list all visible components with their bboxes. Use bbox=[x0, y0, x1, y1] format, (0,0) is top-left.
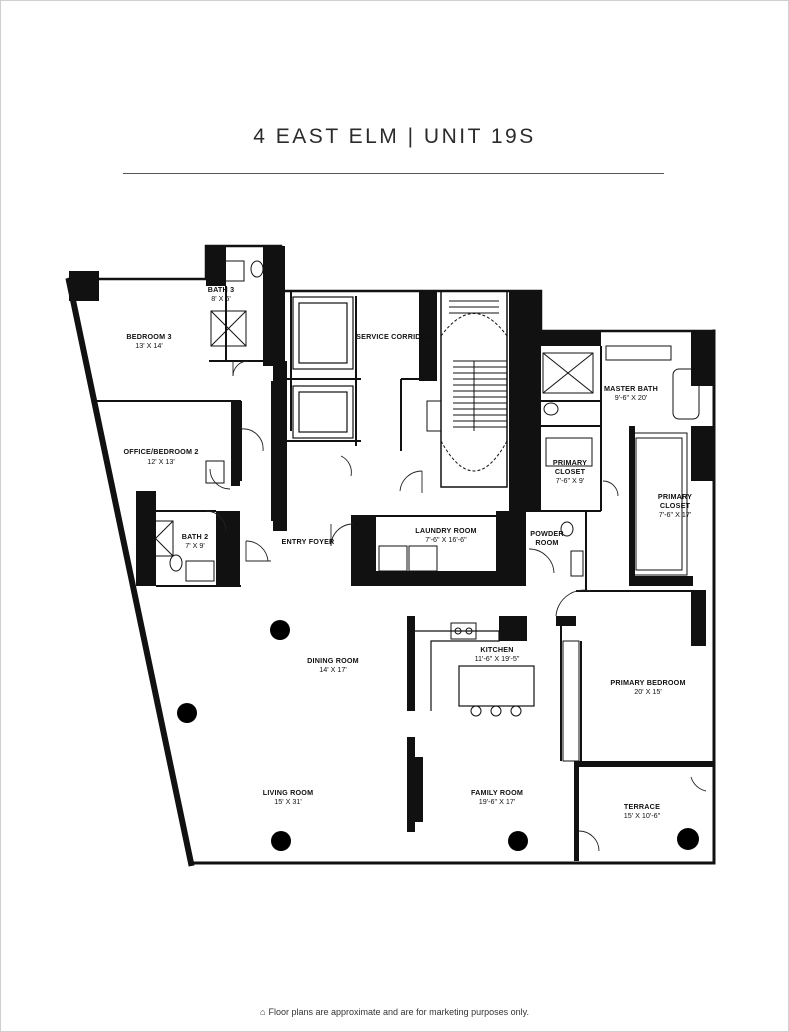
room-dim-bedroom3: 13' X 14' bbox=[135, 341, 163, 350]
room-dim-bath2: 7' X 9' bbox=[185, 541, 205, 550]
house-icon: ⌂ bbox=[260, 1007, 266, 1017]
room-name-bedroom3: BEDROOM 3 bbox=[126, 332, 171, 341]
room-dim-dining: 14' X 17' bbox=[319, 665, 347, 674]
stair-core bbox=[440, 290, 508, 488]
room-dim-bath3: 8' X 6' bbox=[211, 294, 231, 303]
disclaimer-text: Floor plans are approximate and are for … bbox=[268, 1007, 529, 1017]
room-name-powder-line1: POWDER bbox=[530, 529, 564, 538]
room-name-entry-foyer: ENTRY FOYER bbox=[282, 537, 336, 546]
room-name-primary-closet2-line1: PRIMARY bbox=[658, 492, 692, 501]
room-dim-family: 19'-6" X 17' bbox=[479, 797, 516, 806]
room-labels: BATH 3 8' X 6' BEDROOM 3 13' X 14' SERVI… bbox=[123, 285, 692, 820]
room-name-kitchen: KITCHEN bbox=[480, 645, 513, 654]
room-dim-kitchen: 11'-6" X 19'-5" bbox=[475, 654, 520, 663]
room-dim-laundry: 7'-6" X 16'-6" bbox=[425, 535, 467, 544]
room-dim-primary-bedroom: 20' X 15' bbox=[634, 687, 662, 696]
door-swings bbox=[205, 360, 707, 852]
room-name-powder-line2: ROOM bbox=[535, 538, 558, 547]
room-name-terrace: TERRACE bbox=[624, 802, 660, 811]
room-name-service-corridor: SERVICE CORRIDOR bbox=[356, 332, 432, 341]
room-dim-primary-closet1: 7'-6" X 9' bbox=[556, 476, 585, 485]
room-dim-living: 15' X 31' bbox=[274, 797, 302, 806]
room-name-primary-closet2-line2: CLOSET bbox=[660, 501, 691, 510]
interior-walls bbox=[96, 286, 706, 761]
page-title: 4 EAST ELM | UNIT 19S bbox=[253, 125, 536, 148]
room-name-office-bedroom2: OFFICE/BEDROOM 2 bbox=[123, 447, 198, 456]
room-dim-office-bedroom2: 12' X 13' bbox=[147, 457, 175, 466]
elevators bbox=[292, 296, 354, 439]
room-dim-master-bath: 9'-6" X 20' bbox=[615, 393, 648, 402]
room-name-living: LIVING ROOM bbox=[263, 788, 314, 797]
disclaimer: ⌂Floor plans are approximate and are for… bbox=[1, 1007, 788, 1017]
structural-columns bbox=[177, 620, 699, 851]
title-divider bbox=[123, 173, 664, 174]
room-dim-primary-closet2: 7'-6" X 17' bbox=[659, 510, 692, 519]
room-name-primary-closet1-line2: CLOSET bbox=[555, 467, 586, 476]
room-name-dining: DINING ROOM bbox=[307, 656, 359, 665]
room-name-master-bath: MASTER BATH bbox=[604, 384, 658, 393]
room-name-bath3: BATH 3 bbox=[208, 285, 235, 294]
room-name-primary-bedroom: PRIMARY BEDROOM bbox=[610, 678, 685, 687]
room-name-bath2: BATH 2 bbox=[182, 532, 209, 541]
room-name-family: FAMILY ROOM bbox=[471, 788, 523, 797]
room-name-laundry: LAUNDRY ROOM bbox=[415, 526, 477, 535]
room-name-primary-closet1-line1: PRIMARY bbox=[553, 458, 587, 467]
fixtures bbox=[137, 260, 700, 762]
solid-walls bbox=[69, 246, 714, 861]
room-dim-terrace: 15' X 10'-6" bbox=[624, 811, 661, 820]
stair-treads bbox=[449, 300, 507, 431]
